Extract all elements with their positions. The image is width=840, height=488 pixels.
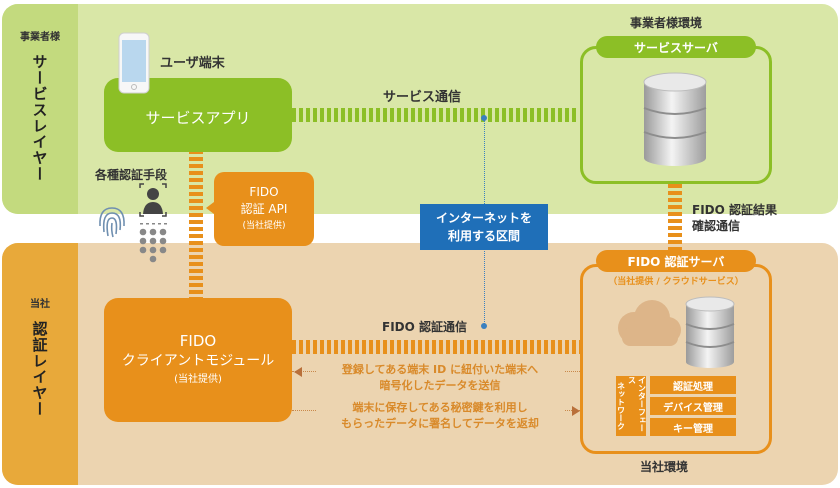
fido-comm-label: FIDO 認証通信 xyxy=(382,320,468,334)
fido-api-line1: FIDO xyxy=(249,185,279,199)
message-send-line2: 暗号化したデータを送信 xyxy=(379,379,501,392)
fido-api-pointer xyxy=(206,202,214,214)
fido-client-box[interactable]: FIDO クライアントモジュール (当社提供) xyxy=(104,298,292,422)
pin-keypad-icon xyxy=(137,222,169,268)
message-send: 登録してある端末 ID に紐付いた端末へ 暗号化したデータを送信 xyxy=(316,362,564,394)
fido-client-line1: FIDO xyxy=(179,332,217,350)
message-return-line1: 端末に保存してある秘密鍵を利用し xyxy=(352,401,528,414)
auth-layer-owner: 当社 xyxy=(30,299,50,310)
network-interface-line2: インターフェース xyxy=(627,376,647,432)
fido-api-line3: (当社提供) xyxy=(242,221,286,231)
company-env-label: 当社環境 xyxy=(640,460,689,474)
fido-api-box[interactable]: FIDO 認証 API (当社提供) xyxy=(214,172,314,246)
internet-boundary-dot-top xyxy=(481,115,487,121)
network-interface-box: ネットワーク インターフェース xyxy=(616,376,647,436)
face-recognition-icon xyxy=(138,182,168,218)
arrow-left-icon xyxy=(294,367,302,377)
database-icon xyxy=(684,296,736,370)
auth-methods-label: 各種認証手段 xyxy=(95,168,168,182)
fido-result-connector xyxy=(668,184,682,256)
fido-server-sub: （当社提供 / クラウドサービス） xyxy=(608,277,744,287)
function-device-management: デバイス管理 xyxy=(650,397,736,415)
fido-result-line2: 確認通信 xyxy=(692,219,741,233)
business-env-label: 事業者様環境 xyxy=(630,16,703,30)
message-send-line1: 登録してある端末 ID に紐付いた端末へ xyxy=(341,363,539,376)
cloud-icon xyxy=(612,298,682,348)
fido-client-line3: (当社提供) xyxy=(174,374,222,385)
network-interface-line1: ネットワーク xyxy=(616,382,626,430)
service-server-label: サービスサーバ xyxy=(596,36,756,58)
fido-result-label: FIDO 認証結果 確認通信 xyxy=(692,202,777,234)
internet-line2: 利用する区間 xyxy=(447,229,520,243)
service-comm-label: サービス通信 xyxy=(383,90,462,105)
internet-line1: インターネットを xyxy=(435,211,532,225)
auth-layer-title: 認証レイヤー xyxy=(30,321,49,417)
auth-layer-sidebar: 当社 認証レイヤー xyxy=(2,243,78,485)
internet-boundary-dot-bottom xyxy=(481,323,487,329)
fido-comm-line xyxy=(292,340,580,354)
function-key-management: キー管理 xyxy=(650,418,736,436)
user-device-label: ユーザ端末 xyxy=(160,56,225,71)
smartphone-icon xyxy=(118,32,150,94)
fido-api-line2: 認証 API xyxy=(240,202,288,216)
fido-result-line1: FIDO 認証結果 xyxy=(692,203,778,217)
internet-section-label: インターネットを 利用する区間 xyxy=(420,204,548,250)
fido-server-label: FIDO 認証サーバ xyxy=(596,250,756,272)
fido-client-line2: クライアントモジュール xyxy=(121,353,275,369)
service-layer-owner: 事業者様 xyxy=(20,32,60,43)
service-layer-sidebar: 事業者様 サービスレイヤー xyxy=(2,4,78,214)
service-app-label: サービスアプリ xyxy=(145,108,251,127)
message-return-line2: もらったデータに署名してデータを返却 xyxy=(341,417,539,430)
database-icon xyxy=(642,72,708,166)
service-comm-line xyxy=(292,108,578,122)
fingerprint-icon xyxy=(96,204,128,240)
app-client-connector xyxy=(189,150,203,300)
function-auth-processing: 認証処理 xyxy=(650,376,736,394)
message-return: 端末に保存してある秘密鍵を利用し もらったデータに署名してデータを返却 xyxy=(316,400,564,432)
service-layer-title: サービスレイヤー xyxy=(30,54,49,182)
arrow-right-icon xyxy=(572,406,580,416)
